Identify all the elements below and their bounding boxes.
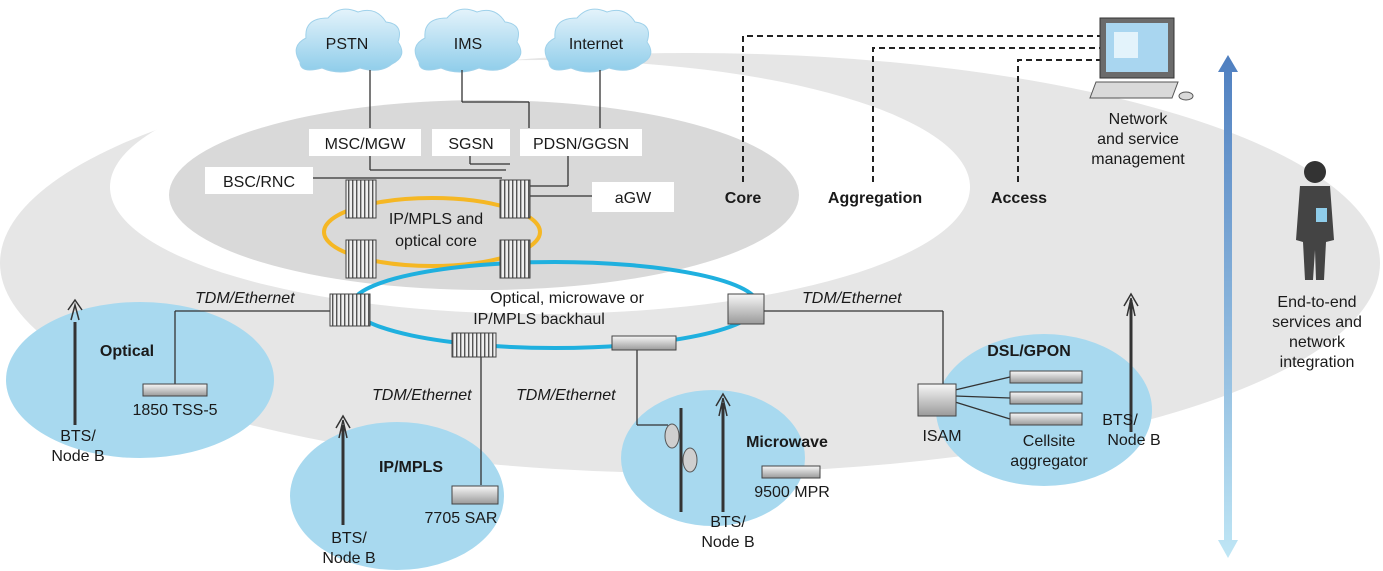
core-ring (322, 196, 542, 268)
backhaul-node-icon (611, 335, 677, 351)
pdsn-ggsn-label: PDSN/GGSN (533, 136, 629, 153)
management-label-2: and service (1097, 131, 1179, 148)
dslgpon-bts-label-2: Node B (1107, 432, 1160, 449)
management-links (742, 35, 1100, 182)
dslgpon-bts-label-1: BTS/ (1102, 412, 1138, 429)
ims-cloud: IMS (414, 8, 522, 73)
ipmpls-title: IP/MPLS (379, 459, 443, 476)
dslgpon-title: DSL/GPON (987, 343, 1071, 360)
isam-icon (917, 383, 957, 417)
ipmpls-bts-label-2: Node B (322, 550, 375, 567)
msc-mgw-label: MSC/MGW (325, 136, 407, 153)
optical-device-label: 1850 TSS-5 (132, 402, 217, 419)
core-label-1: IP/MPLS and (389, 211, 483, 228)
internet-cloud: Internet (544, 8, 652, 73)
microwave-site (621, 390, 805, 526)
cellsite-label-2: aggregator (1010, 453, 1088, 470)
ims-label: IMS (454, 36, 482, 53)
agw-label: aGW (615, 190, 652, 207)
pstn-cloud: PSTN (295, 8, 403, 73)
link-label-left: TDM/Ethernet (195, 290, 295, 307)
layer-core-label: Core (725, 190, 762, 207)
management-label-1: Network (1109, 111, 1169, 128)
layer-aggregation-label: Aggregation (828, 190, 922, 207)
bsc-rnc-box: BSC/RNC (205, 167, 313, 194)
integration-label-1: End-to-end (1277, 294, 1356, 311)
ipmpls-device-label: 7705 SAR (425, 510, 498, 527)
ipmpls-bts-label-1: BTS/ (331, 530, 367, 547)
integration-arrow (1218, 55, 1238, 558)
optical-bts-label-2: Node B (51, 448, 104, 465)
internet-label: Internet (569, 36, 624, 53)
integration-label-2: services and (1272, 314, 1362, 331)
microwave-bts-label-2: Node B (701, 534, 754, 551)
backhaul-node-icon (727, 293, 765, 325)
link-label-right: TDM/Ethernet (802, 290, 902, 307)
integration-label-3: network (1289, 334, 1346, 351)
cellsite-device-icon (1009, 412, 1083, 426)
pdsn-ggsn-box: PDSN/GGSN (520, 129, 642, 156)
microwave-bts-label-1: BTS/ (710, 514, 746, 531)
backhaul-node-icon (329, 293, 371, 327)
microwave-device-label: 9500 MPR (754, 484, 830, 501)
core-label-2: optical core (395, 233, 477, 250)
link-label-microwave: TDM/Ethernet (516, 387, 616, 404)
backhaul-label-2: IP/MPLS backhaul (473, 311, 605, 328)
sgsn-label: SGSN (448, 136, 493, 153)
optical-bts-label-1: BTS/ (60, 428, 96, 445)
optical-site (6, 302, 274, 458)
isam-label: ISAM (922, 428, 961, 445)
integration-label-4: integration (1280, 354, 1355, 371)
core-connectors (174, 70, 1011, 485)
bts-tower-icon (73, 300, 1133, 525)
workstation-icon (1089, 17, 1194, 101)
cellsite-device-icon (1009, 370, 1083, 384)
pstn-label: PSTN (326, 36, 369, 53)
microwave-dish-icon (664, 423, 698, 473)
person-icon (1296, 161, 1334, 280)
backhaul-label-1: Optical, microwave or (490, 290, 644, 307)
management-label-3: management (1091, 151, 1185, 168)
core-router-icon (345, 179, 531, 279)
antenna-icon (67, 292, 1139, 439)
link-label-ipmpls: TDM/Ethernet (372, 387, 472, 404)
msc-mgw-box: MSC/MGW (309, 129, 421, 156)
bsc-rnc-label: BSC/RNC (223, 174, 295, 191)
backhaul-node-icon (451, 332, 497, 358)
microwave-title: Microwave (746, 434, 828, 451)
device-9500-icon (761, 465, 821, 479)
device-1850-icon (142, 383, 208, 397)
optical-title: Optical (100, 343, 154, 360)
dslgpon-site (936, 334, 1152, 486)
cellsite-label-1: Cellsite (1023, 433, 1076, 450)
layer-access-label: Access (991, 190, 1047, 207)
sgsn-box: SGSN (432, 129, 510, 156)
agw-box: aGW (592, 182, 674, 212)
cellsite-device-icon (1009, 391, 1083, 405)
device-7705-icon (451, 485, 499, 505)
